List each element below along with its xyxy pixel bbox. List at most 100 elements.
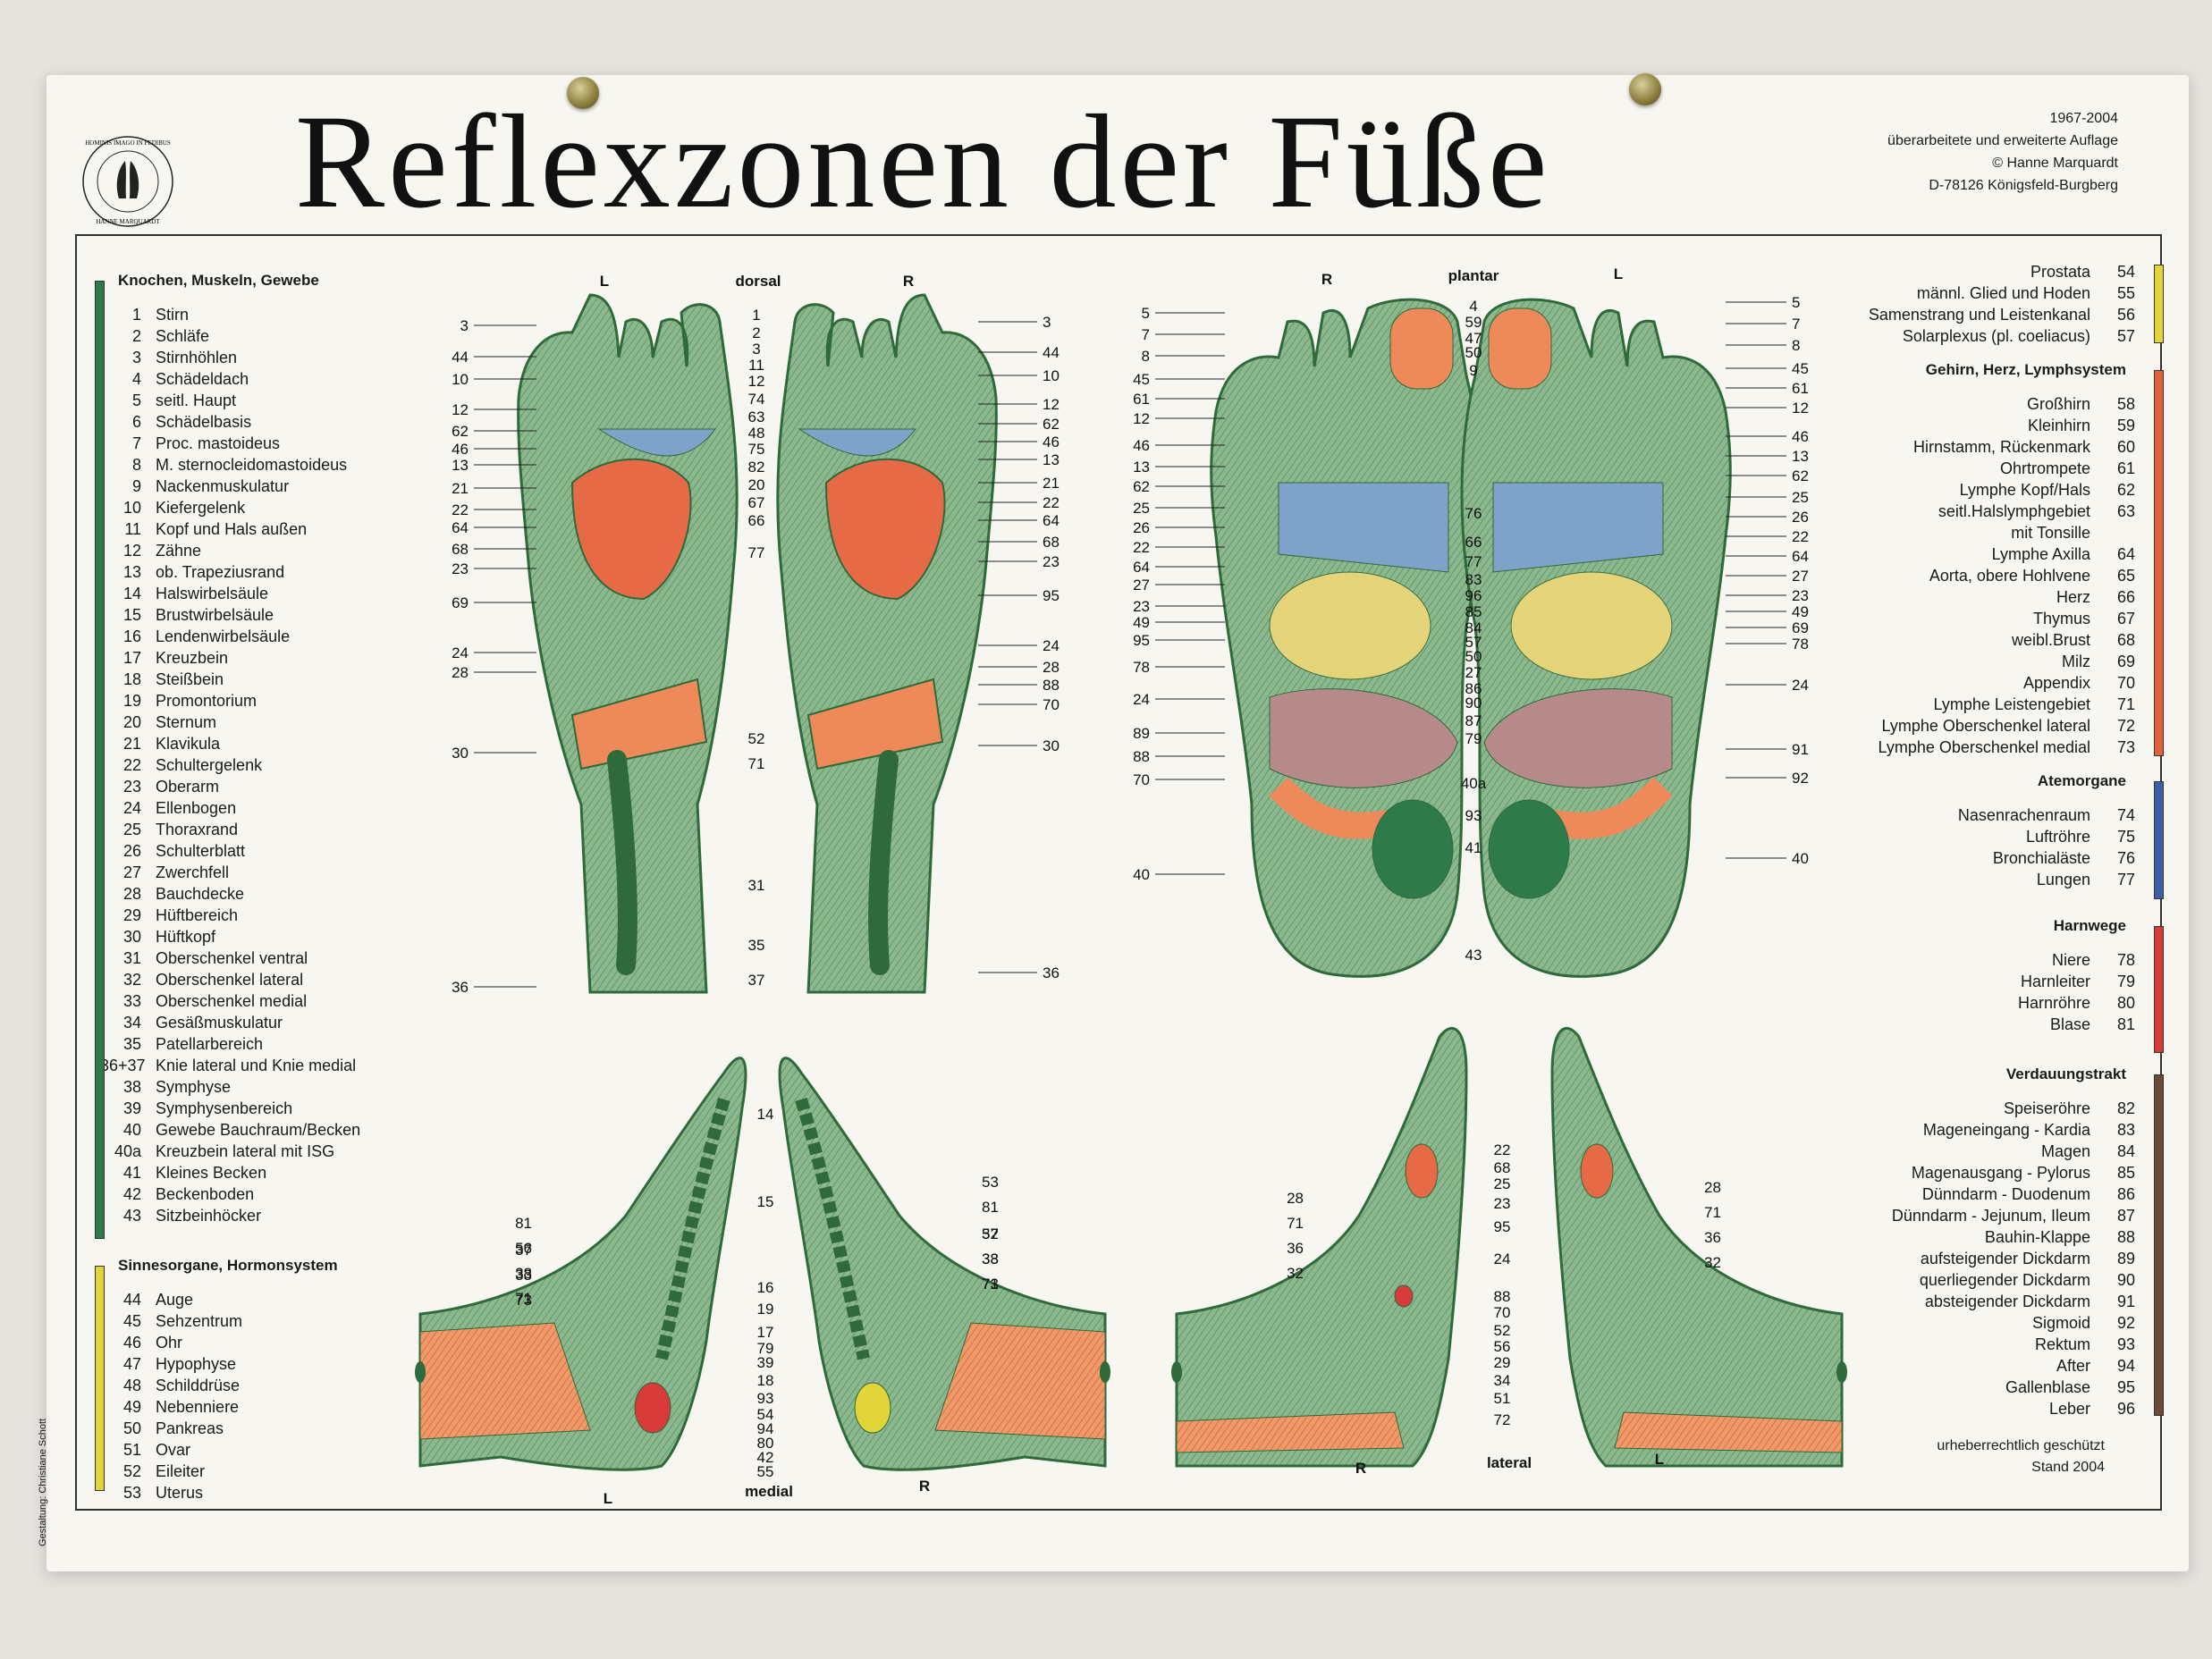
legend-item-number: 85 xyxy=(2116,1164,2135,1182)
zone-number-label: 28 xyxy=(1287,1190,1304,1207)
legend-item-label: Bauchdecke xyxy=(156,885,245,903)
zone-number-label: 54 xyxy=(757,1406,774,1423)
zone-number-label: 26 xyxy=(1792,509,1809,526)
legend-item-number: 68 xyxy=(2116,631,2135,649)
legend-item-label: Hirnstamm, Rückenmark xyxy=(1912,438,2090,456)
zone-number-label: 29 xyxy=(1494,1354,1511,1371)
legend-item-label: Zähne xyxy=(156,542,202,560)
legend-color-bar xyxy=(2154,265,2164,343)
legend-item-number: 4 xyxy=(131,370,141,388)
plantar-left-foot xyxy=(1460,298,1732,978)
legend-item-label: Sitzbeinhöcker xyxy=(156,1207,262,1225)
zone-number-label: 11 xyxy=(748,357,764,374)
legend-item-number: 49 xyxy=(122,1398,141,1416)
zone-number-label: 46 xyxy=(1133,437,1150,454)
legend-item-label: Magenausgang - Pylorus xyxy=(1911,1164,2090,1182)
legend-item-number: 40a xyxy=(114,1142,141,1160)
legend-item-label: Aorta, obere Hohlvene xyxy=(1929,567,2090,585)
zone-number-label: 37 xyxy=(982,1225,999,1242)
zone-number-label: 36 xyxy=(1287,1240,1304,1257)
legend-item-label: Schilddrüse xyxy=(156,1377,241,1394)
legend-item-number: 17 xyxy=(122,649,141,667)
zone-number-label: 22 xyxy=(452,501,469,518)
zone-number-label: 24 xyxy=(1133,691,1150,708)
zone-number-label: 40a xyxy=(1461,775,1487,792)
legend-item-number: 24 xyxy=(122,799,141,817)
legend-item-number: 18 xyxy=(122,670,141,688)
legend-title: Verdauungstrakt xyxy=(2005,1065,2126,1082)
zone-number-label: 48 xyxy=(748,425,765,442)
zone-number-label: 30 xyxy=(1043,737,1060,754)
zone-number-label: 83 xyxy=(1465,571,1482,588)
legend-item-label: Stirnhöhlen xyxy=(156,349,238,366)
legend-item-label: Kopf und Hals außen xyxy=(156,520,308,538)
legend-item-number: 74 xyxy=(2116,806,2135,824)
zone-number-label: 70 xyxy=(1043,696,1060,713)
zone-number-label: 23 xyxy=(452,560,469,577)
legend-item-number: 28 xyxy=(122,885,141,903)
publisher-line: überarbeitete und erweiterte Auflage xyxy=(1887,133,2118,148)
legend-item-number: 30 xyxy=(122,928,141,946)
legend-item-number: 10 xyxy=(122,499,141,517)
zone-number-label: 37 xyxy=(515,1242,532,1259)
zone-number-label: 88 xyxy=(1494,1288,1511,1305)
medial-caption: medial xyxy=(745,1483,793,1500)
dorsal-R-caption: R xyxy=(903,273,914,290)
legend-item-label: Sternum xyxy=(156,713,217,731)
legend-item-label: Sehzentrum xyxy=(156,1312,243,1330)
legend-title: Atemorgane xyxy=(2037,772,2126,789)
legend-item: mit Tonsille xyxy=(1879,522,2135,543)
legend-item-number: 44 xyxy=(122,1291,141,1309)
zone-number-label: 71 xyxy=(982,1276,999,1293)
legend-item-number: 78 xyxy=(2116,951,2135,969)
legend-item-label: Lymphe Leistengebiet xyxy=(1933,695,2090,713)
zone-number-label: 25 xyxy=(1133,500,1150,517)
zone-number-label: 75 xyxy=(748,441,765,458)
zone-number-label: 24 xyxy=(1494,1251,1511,1267)
zone-number-label: 82 xyxy=(748,459,765,476)
zone-number-label: 84 xyxy=(1465,619,1482,636)
legend-item-label: Auge xyxy=(156,1291,194,1309)
legend-item-number: 32 xyxy=(122,971,141,989)
zone-number-label: 3 xyxy=(1043,314,1051,331)
legend-item-number: 39 xyxy=(122,1099,141,1117)
plantar-right-foot xyxy=(1210,298,1482,978)
legend-item-number: 45 xyxy=(122,1312,141,1330)
zone-number-label: 63 xyxy=(748,408,765,425)
zone-number-label: 62 xyxy=(1133,478,1150,495)
zone-number-label: 53 xyxy=(982,1174,999,1191)
zone-number-label: 61 xyxy=(1133,391,1150,408)
legend-item-label: Thymus xyxy=(2032,610,2090,627)
medial-right-foot xyxy=(778,1057,1110,1471)
legend-item: 32 Oberschenkel lateral xyxy=(100,969,360,990)
zone-number-label: 89 xyxy=(1133,725,1150,742)
legend-item-number: 62 xyxy=(2116,481,2135,499)
legend-item-number: 69 xyxy=(2116,653,2135,670)
zone-number-label: 14 xyxy=(757,1106,774,1123)
legend-item-number: 35 xyxy=(122,1035,141,1053)
legend-item-label: Oberschenkel lateral xyxy=(156,971,304,989)
